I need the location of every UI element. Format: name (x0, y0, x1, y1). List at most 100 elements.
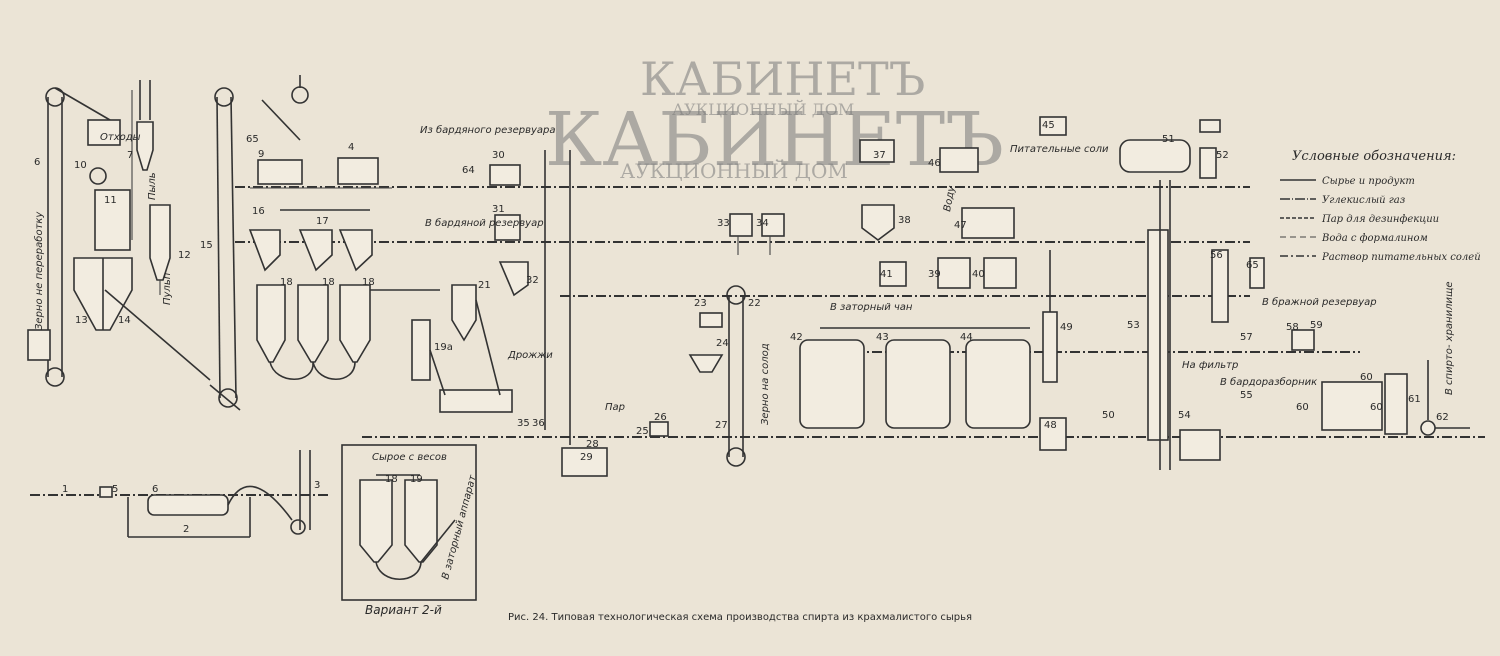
num-22: 21 (478, 280, 491, 291)
num-52: 51 (1162, 134, 1175, 145)
label-pulya: Пульп (162, 272, 173, 305)
vessels-20-22 (411, 284, 513, 413)
num-31: 30 (492, 150, 505, 161)
process-labels: Отходы Пыль Пульп Зерно не переработку И… (33, 124, 1455, 617)
num-34: 33 (717, 218, 730, 229)
num-7: 6 (34, 157, 40, 168)
watermark-name: КАБИНЕТЪ (640, 52, 925, 106)
num-13: 12 (178, 250, 191, 261)
num-44: 43 (876, 332, 889, 343)
num-58: 57 (1240, 332, 1253, 343)
num-35: 34 (756, 218, 769, 229)
num-14: 13 (75, 315, 88, 326)
label-par: Пар (605, 402, 625, 413)
num-42: 41 (880, 269, 893, 280)
num-54: 53 (1127, 320, 1140, 331)
yeast-vessels-31-33 (489, 150, 608, 477)
yeast-generators-38-42 (859, 116, 1067, 289)
legend-title: Условные обозначения: (1292, 149, 1456, 164)
variant-2-inset (341, 444, 477, 601)
figure-caption: Рис. 24. Типовая технологическая схема п… (508, 612, 972, 623)
num-45: 44 (960, 332, 973, 343)
cookers-19 (248, 229, 440, 381)
label-v-zatorny-chan: В заторный чан (830, 302, 913, 313)
num-15: 14 (118, 315, 131, 326)
num-40: 39 (928, 269, 941, 280)
num-61c: 60 (1370, 402, 1383, 413)
receivers-58-63 (1291, 329, 1470, 436)
separator-and-bins (73, 90, 133, 331)
num-11: 10 (74, 160, 87, 171)
dust-cyclones-9-13 (104, 80, 211, 381)
equipment-numbers: 6 7 10 11 12 13 14 15 65 9 4 16 17 18 18… (34, 120, 1449, 535)
legend-item-salts: Раствор питательных солей (1321, 252, 1481, 263)
num-64: 64 (462, 165, 475, 176)
num-36: 35 (517, 418, 530, 429)
label-syroe-s-vesov: Сырое с весов (372, 452, 447, 463)
legend-item-co2: Углекислый газ (1322, 195, 1405, 206)
num-37: 36 (532, 418, 545, 429)
small-tanks-34-35 (729, 213, 785, 255)
label-pylna: Пыль (147, 172, 158, 200)
legend-item-steam: Пар для дезинфекции (1321, 214, 1439, 225)
legend-item-water: Вода с формалином (1321, 233, 1428, 244)
num-25: 24 (716, 338, 729, 349)
num-18: 17 (316, 216, 329, 227)
num-57: 56 (1210, 250, 1223, 261)
legend-item-raw: Сырье и продукт (1322, 176, 1415, 187)
num-5: 5 (112, 484, 118, 495)
num-19a-inset: 19 (410, 474, 423, 485)
label-v-zatorny-apparat: В заторный аппарат (440, 473, 479, 581)
num-55: 54 (1178, 410, 1191, 421)
watermark-name-large: КАБИНЕТЪ (545, 97, 1004, 183)
num-63: 62 (1436, 412, 1449, 423)
num-62: 61 (1408, 394, 1421, 405)
elevator-23 (649, 285, 746, 467)
num-33: 32 (526, 275, 539, 286)
num-50: 49 (1060, 322, 1073, 333)
num-51: 50 (1102, 410, 1115, 421)
num-41: 40 (972, 269, 985, 280)
num-16: 15 (200, 240, 213, 251)
num-39: 38 (898, 215, 911, 226)
num-48: 47 (954, 220, 967, 231)
label-zerno-ne-pererabotku: Зерно не переработку (33, 211, 45, 330)
num-61b: 60 (1360, 372, 1373, 383)
num-30: 29 (580, 452, 593, 463)
num-65a: 65 (246, 134, 259, 145)
num-19c: 18 (362, 277, 375, 288)
num-9: 7 (127, 150, 133, 161)
num-20: 19a (434, 342, 453, 353)
conveyor-1-6 (99, 450, 311, 538)
label-na-filtr: На фильтр (1182, 360, 1238, 371)
num-47: 46 (928, 158, 941, 169)
num-59: 58 (1286, 322, 1299, 333)
num-38: 37 (873, 150, 886, 161)
scale-hoppers-10-4 (250, 75, 392, 211)
num-2: 2 (183, 524, 189, 535)
grain-elevator-7 (27, 87, 111, 387)
num-19-inset: 18 (385, 474, 398, 485)
label-v-bardorazbornik: В бардоразборник (1220, 376, 1317, 388)
num-4: 4 (348, 142, 354, 153)
num-65b: 65 (1246, 260, 1259, 271)
num-60: 59 (1310, 320, 1323, 331)
num-49: 48 (1044, 420, 1057, 431)
label-zerno-na-solod: Зерно на солод (760, 343, 771, 425)
legend: Условные обозначения: Сырье и продукт Уг… (1280, 149, 1481, 263)
num-32: 31 (492, 204, 505, 215)
label-variant: Вариант 2-й (365, 603, 442, 617)
num-6: 6 (152, 484, 158, 495)
num-12: 11 (104, 195, 117, 206)
num-56: 55 (1240, 390, 1253, 401)
label-v-brazhnoy: В бражной резервуар (1262, 296, 1377, 308)
label-iz-bardyanogo: Из бардяного резервуара (420, 124, 556, 136)
num-1: 1 (62, 484, 68, 495)
watermark-subtitle-large: АУКЦИОННЫЙ ДОМ (620, 158, 848, 183)
num-3: 3 (314, 480, 320, 491)
num-53: 52 (1216, 150, 1229, 161)
num-61a: 60 (1296, 402, 1309, 413)
num-19b: 18 (322, 277, 335, 288)
fermenters-43-45 (799, 327, 1031, 429)
